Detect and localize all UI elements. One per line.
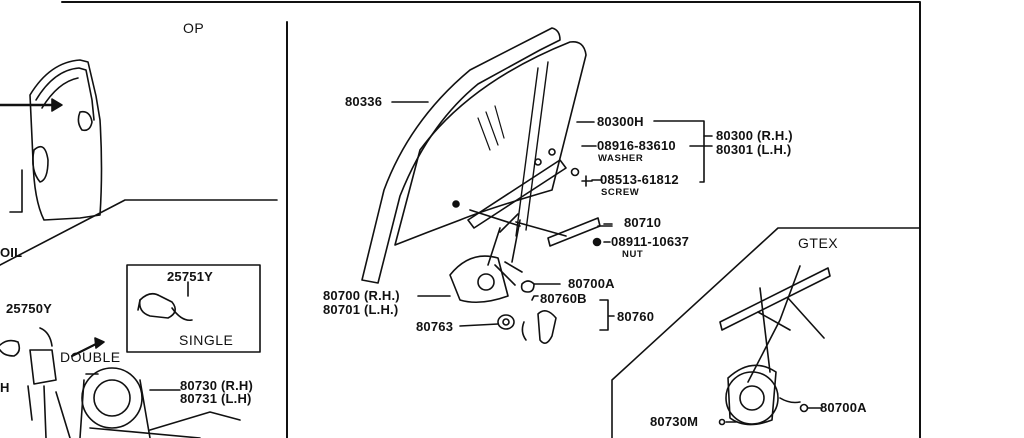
label-80700a: 80700A: [568, 276, 615, 291]
cushion-80763: [497, 314, 515, 330]
single-motor-switch: [137, 281, 193, 322]
label-h: H: [0, 380, 10, 395]
handle-80760: [521, 310, 557, 344]
label-80760b: 80760B: [540, 291, 587, 306]
nut-part: [592, 237, 602, 247]
label-80301: 80301 (L.H.): [716, 142, 792, 157]
label-coil: OIL: [0, 245, 23, 260]
door-illustration: [0, 59, 103, 221]
window-regulator: [449, 148, 601, 304]
glass-run-channel: [361, 27, 561, 284]
label-nut: NUT: [622, 249, 644, 260]
bolt-80700a: [520, 280, 535, 293]
washer-part: [570, 167, 580, 177]
label-80730m: 80730M: [650, 414, 699, 429]
label-80700: 80700 (R.H.): [323, 288, 400, 303]
label-80731: 80731 (L.H): [180, 391, 252, 406]
op-heading: OP: [183, 20, 205, 36]
gtex-heading: GTEX: [798, 235, 839, 251]
label-washer: WASHER: [598, 153, 644, 164]
label-80300: 80300 (R.H.): [716, 128, 793, 143]
double-switch-assembly: [0, 327, 105, 438]
label-25750y: 25750Y: [6, 301, 53, 316]
screw-part: [581, 175, 593, 187]
gtex-regulator: [718, 265, 831, 426]
label-80701: 80701 (L.H.): [323, 302, 399, 317]
label-08911: 08911-10637: [611, 234, 690, 249]
window-motor-left: [79, 367, 241, 438]
gtex-section-border: [611, 227, 921, 438]
label-80760: 80760: [617, 309, 655, 324]
label-80763: 80763: [416, 319, 454, 334]
label-08916: 08916-83610: [597, 138, 676, 153]
label-80710: 80710: [624, 215, 662, 230]
label-80336: 80336: [345, 94, 383, 109]
single-heading: SINGLE: [179, 332, 234, 348]
label-08513: 08513-61812: [600, 172, 679, 187]
single-inset-box: [126, 264, 261, 353]
label-screw: SCREW: [601, 187, 640, 198]
door-glass: [394, 40, 587, 246]
frame-border: [61, 1, 921, 438]
left-section-divider: [0, 199, 278, 266]
label-80300h: 80300H: [597, 114, 644, 129]
label-gtex-80700a: 80700A: [820, 400, 867, 415]
double-heading: DOUBLE: [60, 349, 121, 365]
label-25751y: 25751Y: [167, 269, 214, 284]
label-80730: 80730 (R.H): [180, 378, 254, 393]
